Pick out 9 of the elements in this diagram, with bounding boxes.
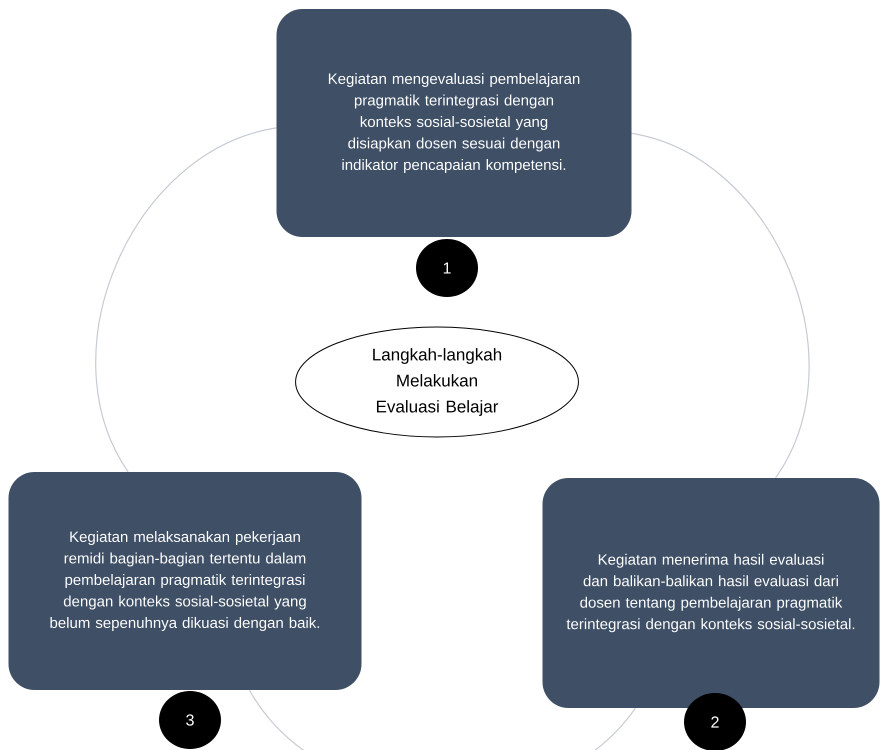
step-box: Kegiatan menerima hasil evaluasi dan balikan-balikan hasil evaluasi dari dosen tentang pembelajaran pragmatik terintegrasi dengan konteks sosial-sosietal.: [542, 478, 880, 708]
step-box: Kegiatan mengevaluasi pembelajaran pragmatik terintegrasi dengan konteks sosial-sosietal yang disiapkan dosen sesuai dengan indikator pencapaian kompetensi.: [276, 9, 632, 237]
step-box: Kegiatan melaksanakan pekerjaan remidi bagian-bagian tertentu dalam pembelajaran pragmatik terintegrasi dengan konteks sosial-sosietal yang belum sepenuhnya dikuasi dengan baik.: [8, 472, 362, 690]
number-badge: 2: [684, 693, 746, 750]
number-badge: 3: [159, 691, 221, 749]
number-badge: 1: [416, 239, 478, 297]
cycle-arc: [248, 690, 636, 750]
cycle-arc: [632, 132, 810, 478]
cycle-arc: [95, 127, 276, 472]
